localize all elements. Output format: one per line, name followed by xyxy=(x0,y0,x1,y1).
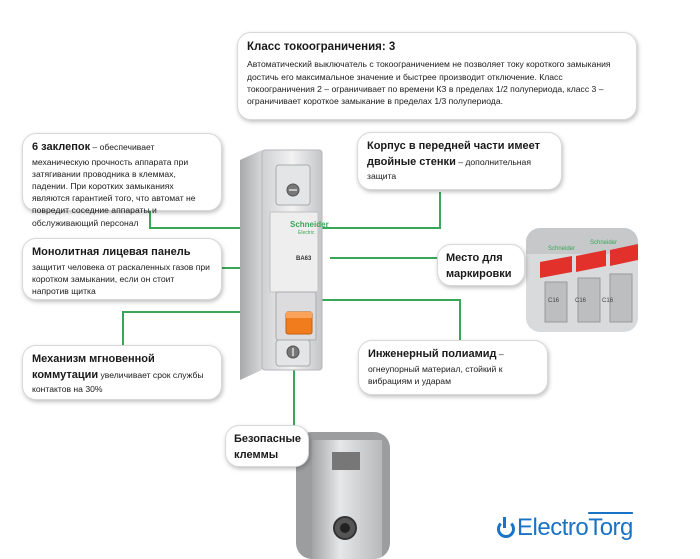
callout-rivets: 6 заклепок – обеспечивает механическую п… xyxy=(22,133,222,228)
callout-polyamide-title: Инженерный полиамид xyxy=(368,348,497,360)
callout-current-limiting-title: Класс токоограничения: 3 xyxy=(247,41,396,53)
callout-mechanism-text: увеличивает срок службы контактов на 30% xyxy=(32,369,204,395)
callout-front-panel: Монолитная лицевая панель защитит человек… xyxy=(22,238,222,300)
callout-front-panel-title: Монолитная лицевая панель xyxy=(32,246,191,258)
callout-housing-title: Корпус в передней части имеет двойные ст… xyxy=(367,140,540,168)
marking-rating-labels: C16 C16 C16 xyxy=(548,298,613,304)
callout-front-panel-text: защитит человека от раскаленных газов пр… xyxy=(32,261,210,297)
callout-housing-text: – дополнительная защита xyxy=(367,156,531,182)
callout-mechanism-title: Механизм мгновенной коммутации xyxy=(32,353,155,381)
device-brand-sub: Electric xyxy=(298,230,315,236)
callout-mechanism: Механизм мгновенной коммутации увеличива… xyxy=(22,345,222,400)
logo-part1: Electro xyxy=(517,514,589,541)
line-housing xyxy=(306,192,441,229)
device-model-label: BA63 xyxy=(296,256,311,262)
callout-rivets-text: – обеспечивает механическую прочность ап… xyxy=(32,142,196,228)
callout-rivets-title: 6 заклепок xyxy=(32,141,91,153)
callout-marking: Место для маркировки xyxy=(437,244,525,286)
callout-terminals: Безопасные клеммы xyxy=(225,425,309,467)
callout-polyamide: Инженерный полиамид – огнеупорный матери… xyxy=(358,340,548,395)
device-brand-sub-label: Electric xyxy=(298,230,314,236)
svg-text:Schneider: Schneider xyxy=(590,240,617,246)
callout-housing: Корпус в передней части имеет двойные ст… xyxy=(357,132,562,190)
callout-current-limiting-class: Класс токоограничения: 3 Автоматический … xyxy=(237,32,637,120)
line-polyamide xyxy=(318,299,461,340)
callout-marking-title: Место для маркировки xyxy=(446,252,512,280)
rating-1: C16 xyxy=(548,298,560,304)
rating-3: C16 xyxy=(602,298,614,304)
device-brand: Schneider xyxy=(290,220,329,229)
svg-text:Schneider: Schneider xyxy=(548,246,575,252)
callout-current-limiting-text: Автоматический выключатель с токоогранич… xyxy=(247,59,611,106)
line-mechanism xyxy=(122,311,273,345)
electrotorg-logo: ElectroTorg xyxy=(497,514,633,542)
power-icon xyxy=(497,517,515,538)
callout-terminals-title: Безопасные клеммы xyxy=(234,433,301,461)
callout-polyamide-text: – огнеупорный материал, стойкий к вибрац… xyxy=(368,349,504,386)
device-model: BA63 xyxy=(296,256,312,262)
rating-2: C16 xyxy=(575,298,587,304)
logo-part2: Torg xyxy=(588,514,633,541)
device-brand-label: Schneider xyxy=(290,220,329,229)
